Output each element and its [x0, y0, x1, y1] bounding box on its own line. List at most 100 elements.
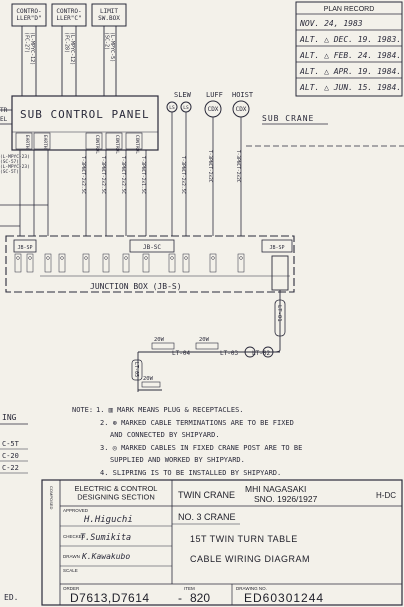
light-tag-lt04: LT-04 — [172, 350, 190, 357]
plan-record-row: ALT. △ APR. 19. 1984. — [299, 67, 401, 76]
title-block-maker: MHI NAGASAKI — [245, 484, 306, 494]
light-tag-lt05: LT-05 — [133, 362, 139, 377]
jb-terminal-block — [209, 253, 217, 273]
left-partial-top: TR — [0, 107, 8, 114]
item-number: 820 — [190, 591, 210, 605]
sub-control-panel-label: SUB CONTROL PANEL — [20, 108, 150, 121]
crane-number: NO. 3 CRANE — [178, 512, 236, 522]
slew-limit-switch-2: LS — [183, 105, 189, 111]
controller-c-cable: (L-MPYC-12)(FC-28) — [63, 32, 75, 65]
jb-terminal-marker — [28, 256, 32, 260]
sub-crane-label: SUB CRANE — [262, 114, 314, 123]
jb-terminal-block — [14, 253, 22, 273]
note-item: 2. ⊛ MARKED CABLE TERMINATIONS ARE TO BE… — [100, 419, 294, 427]
light-watt-lt03: 20W — [199, 337, 210, 343]
lighting-circuit: LT-01 LT-02 LT-03 20W LT-04 20W LT-05 20… — [131, 290, 286, 392]
panel-terminal-label: CONTROL — [94, 135, 100, 154]
notes: NOTE: 1. ▥ MARK MEANS PLUG & RECEPTACLES… — [72, 406, 302, 477]
checked-signature: T.Sumikita — [80, 533, 131, 543]
jb-terminal-block — [44, 253, 52, 273]
note-item: SUPPLIED AND WORKED BY SHIPYARD. — [110, 456, 245, 464]
center-cable-1: T-3PNCT-2x2.5C — [80, 156, 86, 194]
light-watt-lt04: 20W — [154, 337, 165, 343]
slew-cable: T-3PNCT-2x2.5C — [180, 156, 186, 194]
panel-terminal-label: EARTH — [42, 135, 48, 149]
jb-terminal-marker — [239, 256, 243, 260]
approved-signature: H.Higuchi — [83, 515, 133, 525]
left-edge-ref: C-22 — [2, 464, 19, 472]
light-tag-lt03: LT-03 — [220, 350, 238, 357]
jb-terminal-marker — [170, 256, 174, 260]
light-tag-lt01: LT-01 — [276, 305, 282, 322]
item-dash: - — [178, 591, 182, 605]
jb-terminal-block — [102, 253, 110, 273]
title-block-sno: SNO. 1926/1927 — [254, 494, 318, 504]
note-item: AND CONNECTED BY SHIPYARD. — [110, 431, 220, 439]
center-cable-2: T-3PNCT-2x2.5C — [100, 156, 106, 194]
title-block-product: TWIN CRANE — [178, 490, 235, 500]
luff-cable: T-3PNCT-2x2C — [207, 150, 213, 183]
plan-record-row: ALT. △ FEB. 24. 1984. — [299, 51, 401, 60]
left-edge-ref: C-20 — [2, 452, 19, 460]
plan-record-row: ALT. △ DEC. 19. 1983. — [299, 35, 401, 44]
controller-d-cable: (L-MPYC-12)(FC-27) — [23, 32, 35, 65]
panel-cables: (L-MPYC-23)(SC-57) (L-MPYC-23)(SC-5T) T-… — [0, 150, 186, 236]
panel-terminal-box — [33, 132, 51, 150]
hoist-cdx: CDX — [236, 106, 247, 113]
junction-box-label: JUNCTION BOX (JB-S) — [90, 282, 182, 291]
jb-terminal-block — [122, 253, 130, 273]
drawing-title-line1: 15T TWIN TURN TABLE — [190, 534, 298, 544]
item-label: ITEM — [184, 586, 195, 591]
jb-terminal-marker — [144, 256, 148, 260]
plan-record-title: PLAN RECORD — [324, 6, 375, 13]
note-item: 1. ▥ MARK MEANS PLUG & RECEPTACLES. — [96, 406, 244, 414]
title-block-hdc: H-DC — [376, 491, 396, 500]
jb-terminal-marker — [46, 256, 50, 260]
jb-terminal-marker — [60, 256, 64, 260]
drawing-title-line2: CABLE WIRING DIAGRAM — [190, 554, 310, 564]
luff-cdx: CDX — [208, 106, 219, 113]
light-watt-lt05: 20W — [143, 376, 154, 382]
jb-terminal-marker — [16, 256, 20, 260]
controller-c-label: CONTRO-LLER"C" — [56, 8, 81, 22]
jb-terminal-block — [182, 253, 190, 273]
approved-label: APPROVED — [63, 508, 89, 513]
jb-section-center: JB-SC — [143, 244, 161, 251]
luff-label: LUFF — [206, 91, 223, 99]
jb-terminal-marker — [84, 256, 88, 260]
left-edge-ref: C-5T — [2, 440, 20, 448]
left-edge-ing: ING — [2, 413, 17, 422]
slew-label: SLEW — [174, 91, 192, 99]
order-number: D7613,D7614 — [70, 591, 150, 605]
slew-limit-switch-1: LS — [169, 105, 175, 111]
controller-d-label: CONTRO-LLER"D" — [16, 8, 41, 22]
note-item: 3. ◎ MARKED CABLES IN FIXED CRANE POST A… — [100, 444, 302, 452]
left-cable-2: (L-MPYC-23)(SC-5T) — [0, 164, 30, 175]
plan-record: PLAN RECORD NOV. 24, 1983 ALT. △ DEC. 19… — [295, 1, 403, 97]
panel-terminal-label: CONTROL — [114, 135, 120, 154]
jb-terminal-marker — [184, 256, 188, 260]
left-partial-bottom: EL — [0, 116, 8, 123]
jb-terminal-block — [168, 253, 176, 273]
plan-record-row: NOV. 24, 1983 — [299, 19, 363, 28]
hoist-cable: T-3PNCT-2x2C — [235, 150, 241, 183]
jb-terminal-block — [142, 253, 150, 273]
jb-terminal-marker — [211, 256, 215, 260]
note-item: 4. SLIPRING IS TO BE INSTALLED BY SHIPYA… — [100, 469, 281, 477]
jb-terminal-block — [58, 253, 66, 273]
panel-terminal-box — [105, 132, 123, 150]
drawing-number-label: DRAWING NO. — [236, 586, 267, 591]
left-edge-fragments: ING C-5T C-20 C-22 ED. — [0, 413, 28, 602]
center-cable-4: T-3PNCT-2x1.5C — [140, 156, 146, 194]
checked-label: CHECKED — [63, 534, 86, 539]
panel-terminal-label: CONTROL — [134, 135, 140, 154]
panel-terminal-label: EARTH — [24, 135, 30, 149]
limit-switch-cable: (L-MPYC-5)(SC-2) — [103, 32, 115, 62]
center-cable-3: T-3PNCT-2x2.5C — [120, 156, 126, 194]
